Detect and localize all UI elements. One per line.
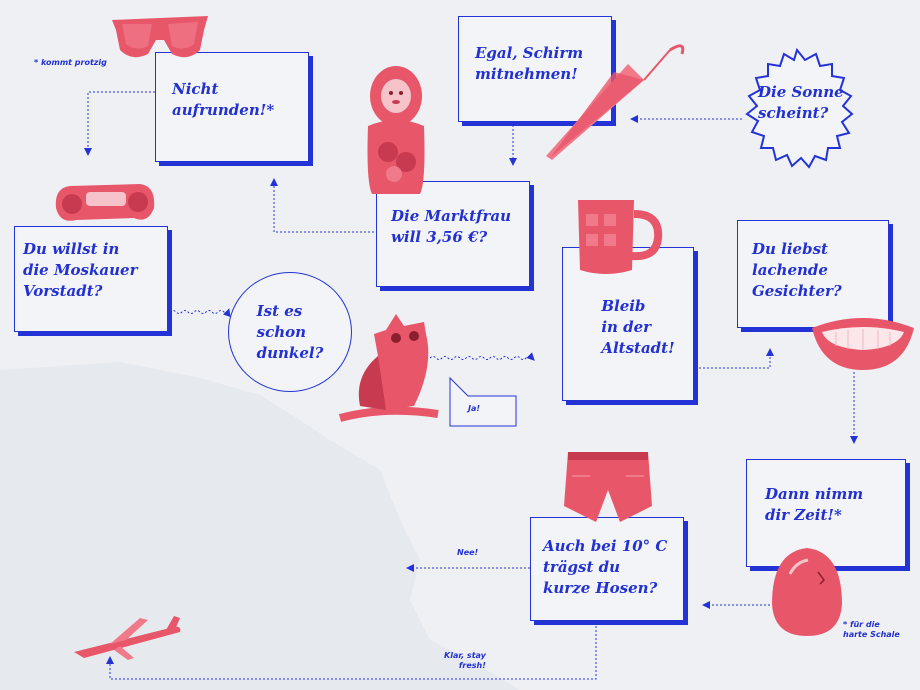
node-shorts: Auch bei 10° C trägst du kurze Hosen? (530, 517, 684, 621)
node-oldtown: Bleib in der Altstadt! (562, 247, 694, 401)
node-faces: Du liebst lachende Gesichter? (737, 220, 889, 328)
note-stay-fresh: Klar, stay fresh! (444, 651, 486, 670)
sunglasses-icon (112, 16, 208, 58)
sun-text: Die Sonne scheint? (758, 83, 844, 122)
node-market: Die Marktfrau will 3,56 €? (376, 181, 530, 287)
node-umbrella: Egal, Schirm mitnehmen! (458, 16, 612, 122)
speech-bubble (449, 376, 517, 427)
brass-knuckles-icon (55, 184, 155, 221)
node-not-round: Nicht aufrunden!* (155, 52, 309, 162)
smiling-mouth-icon (812, 318, 914, 370)
note-no: Nee! (457, 548, 479, 557)
owl-icon (338, 314, 439, 422)
umbrella-icon (546, 44, 685, 160)
note-show-off: * kommt protzig (34, 58, 107, 67)
beer-mug-icon (578, 200, 663, 274)
airplane-icon (74, 616, 181, 660)
node-dark: Ist es schon dunkel? (228, 272, 352, 392)
denim-shorts-icon (564, 452, 652, 522)
node-time: Dann nimm dir Zeit!* (746, 459, 906, 567)
egg-icon (772, 548, 842, 636)
node-moscow: Du willst in die Moskauer Vorstadt? (14, 226, 168, 332)
sun-shape (745, 47, 854, 169)
note-yes: Ja! (468, 404, 481, 413)
matryoshka-doll-icon (367, 66, 425, 194)
note-hard-shell: * für die harte Schale (843, 620, 900, 639)
